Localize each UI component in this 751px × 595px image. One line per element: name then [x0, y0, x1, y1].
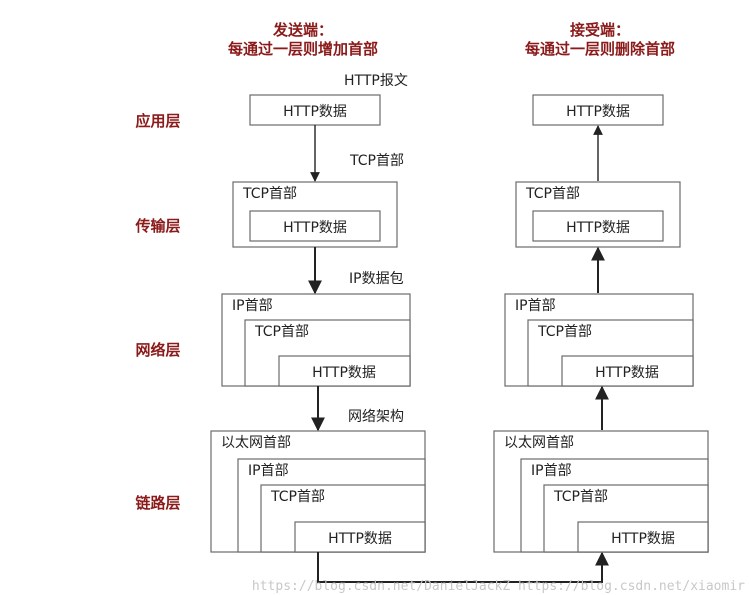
sender-transport-http-label: HTTP数据	[283, 220, 347, 236]
sender-network-http-label: HTTP数据	[312, 365, 376, 381]
receiver-subtitle: 每通过一层则删除首部	[525, 40, 675, 58]
sender-subtitle: 每通过一层则增加首部	[228, 40, 378, 58]
sender-link-ip-label: IP首部	[248, 463, 289, 479]
receiver-transport-http-label: HTTP数据	[566, 220, 630, 236]
sender-link-http-label: HTTP数据	[328, 531, 392, 547]
watermark-text: https://blog.csdn.net/DanielJackZ https:…	[252, 579, 745, 594]
sender-link-http-box	[294, 521, 426, 553]
sender-app-http-label: HTTP数据	[283, 104, 347, 120]
annotation-http-message: HTTP报文	[344, 73, 408, 89]
sender-link-ethernet-label: 以太网首部	[221, 435, 291, 451]
receiver-link-tcp-label: TCP首部	[553, 489, 608, 505]
receiver-network-http-label: HTTP数据	[595, 365, 659, 381]
receiver-network-ip-label: IP首部	[515, 298, 556, 314]
sender-link-tcp-label: TCP首部	[270, 489, 325, 505]
annotation-ip-packet: IP数据包	[349, 271, 404, 287]
receiver-title: 接受端：	[570, 21, 630, 39]
sender-network-ip-label: IP首部	[232, 298, 273, 314]
sender-network-http-box	[278, 355, 411, 387]
sender-transport-tcp-label: TCP首部	[242, 186, 297, 202]
receiver-transport-http-box	[532, 210, 664, 242]
receiver-link-http-box	[577, 521, 709, 553]
receiver-link-ip-label: IP首部	[531, 463, 572, 479]
layer-network: 网络层	[135, 341, 180, 359]
sender-network-tcp-label: TCP首部	[254, 324, 309, 340]
layer-link: 链路层	[135, 494, 180, 512]
link-connector-arrow	[317, 551, 609, 583]
annotation-tcp-header: TCP首部	[349, 153, 404, 169]
sender-app-http-box	[249, 94, 381, 126]
receiver-app-http-box	[532, 94, 664, 126]
receiver-link-http-label: HTTP数据	[611, 531, 675, 547]
receiver-network-http-box	[561, 355, 694, 387]
layer-application: 应用层	[135, 112, 180, 130]
receiver-app-http-label: HTTP数据	[566, 104, 630, 120]
receiver-transport-tcp-label: TCP首部	[525, 186, 580, 202]
sender-title: 发送端：	[272, 21, 333, 39]
annotation-network-frame: 网络架构	[348, 409, 404, 425]
receiver-network-tcp-label: TCP首部	[537, 324, 592, 340]
sender-transport-http-box	[249, 210, 381, 242]
receiver-link-ethernet-label: 以太网首部	[504, 435, 574, 451]
layer-transport: 传输层	[134, 217, 180, 235]
